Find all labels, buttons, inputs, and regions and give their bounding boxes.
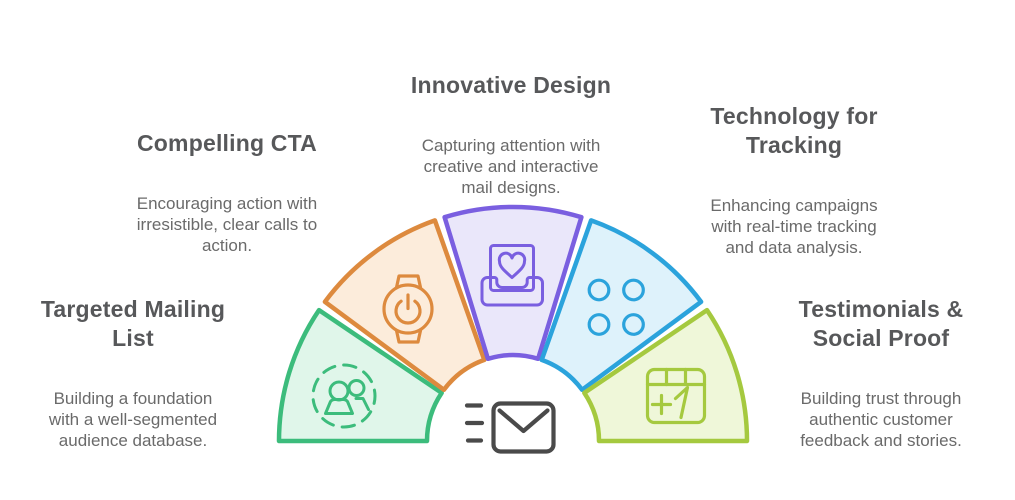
segment-title: Technology for Tracking [710,103,878,158]
envelope-icon [491,401,556,454]
segment-label-technology-for-tracking: Technology for Tracking Enhancing campai… [669,84,919,276]
segment-title: Innovative Design [410,72,612,98]
segment-label-targeted-mailing-list: Targeted Mailing List Building a foundat… [13,277,253,469]
segment-description: Enhancing campaigns with real-time track… [710,196,878,257]
four-dots-icon [587,278,645,336]
segment-description: Encouraging action with irresistible, cl… [136,194,318,255]
segment-title: Testimonials & Social Proof [798,296,964,351]
segment-description: Building trust through authentic custome… [800,389,962,450]
segment-label-compelling-cta: Compelling CTA Encouraging action with i… [102,111,352,274]
calendar-plus-one-icon [645,367,707,425]
segment-wedge-innovative-design [442,204,584,362]
segment-label-testimonials-social-proof: Testimonials & Social Proof Building tru… [756,277,1006,469]
segment-wedge-targeted-mailing-list [276,307,444,444]
smartwatch-power-icon [382,274,434,344]
segment-label-innovative-design: Innovative Design Capturing attention wi… [381,53,641,216]
segment-title: Targeted Mailing List [40,296,226,351]
segment-title: Compelling CTA [137,130,317,156]
speed-lines-icon [464,403,485,443]
segment-wedge-compelling-cta [322,218,487,393]
people-icon [311,363,377,429]
segment-description: Building a foundation with a well-segmen… [48,389,218,450]
mail-heart-inbox-icon [480,244,544,307]
segment-description: Capturing attention with creative and in… [421,136,601,197]
segment-wedge-testimonials-social-proof [582,307,750,444]
segment-wedge-technology-for-tracking [539,218,704,393]
